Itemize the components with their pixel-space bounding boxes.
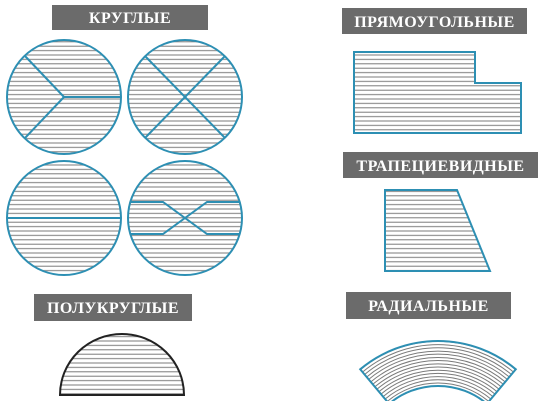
- radial-hatch-arc: [378, 369, 498, 393]
- radial-arc-icon: [358, 340, 518, 401]
- label-semicircular-text: ПОЛУКРУГЛЫЕ: [47, 300, 179, 317]
- label-trapezoid: ТРАПЕЦИЕВИДНЫЕ: [343, 152, 538, 178]
- circle-y-split-icon: [6, 39, 122, 155]
- label-rectangular-text: ПРЯМОУГОЛЬНЫЕ: [354, 14, 515, 31]
- label-semicircular-bg: [34, 294, 192, 321]
- semicircle-icon: [58, 333, 186, 396]
- label-radial-bg: [346, 292, 511, 319]
- trapezoid-icon: [384, 189, 492, 272]
- radial-hatch-arc: [372, 360, 504, 385]
- radial-hatch-arc: [370, 356, 506, 383]
- label-rectangular-bg: [342, 8, 527, 34]
- label-semicircular: ПОЛУКРУГЛЫЕ: [34, 294, 192, 321]
- label-round-text: КРУГЛЫЕ: [89, 10, 171, 27]
- radial-hatch-arc: [366, 350, 510, 378]
- label-round: КРУГЛЫЕ: [52, 5, 208, 30]
- label-radial: РАДИАЛЬНЫЕ: [346, 292, 511, 319]
- label-round-bg: [52, 5, 208, 30]
- rectangle-notched-icon: [353, 51, 522, 134]
- label-trapezoid-text: ТРАПЕЦИЕВИДНЫЕ: [356, 158, 524, 175]
- radial-hatch-arc: [380, 372, 496, 395]
- radial-hatch-arc: [376, 366, 500, 390]
- radial-hatch-arc: [364, 347, 512, 375]
- radial-hatch-arc: [374, 363, 502, 388]
- radial-hatch-arc: [362, 344, 514, 373]
- label-trapezoid-bg: [343, 152, 538, 178]
- radial-hatch-arc: [387, 382, 489, 401]
- circle-crossed-channel-icon: [127, 160, 243, 276]
- label-radial-text: РАДИАЛЬНЫЕ: [368, 298, 489, 315]
- circle-x-split-icon: [127, 39, 243, 155]
- radial-hatch-arc: [384, 379, 492, 400]
- label-rectangular: ПРЯМОУГОЛЬНЫЕ: [342, 8, 527, 34]
- circle-horizontal-split-icon: [6, 160, 122, 276]
- radial-hatch-arc: [368, 353, 508, 380]
- radial-hatch-arc: [382, 376, 494, 397]
